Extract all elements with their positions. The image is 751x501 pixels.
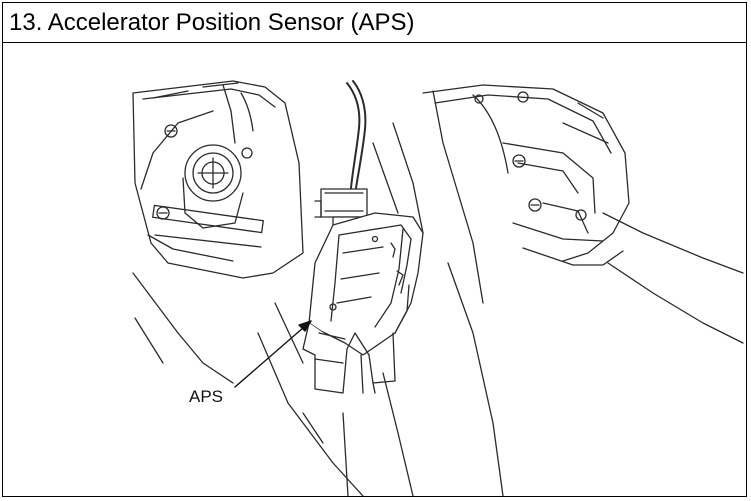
right-panel: [422, 84, 744, 496]
floor-lines: [257, 122, 424, 496]
left-panel: [132, 80, 304, 384]
aps-sensor-body: [308, 212, 424, 356]
aps-illustration: [132, 80, 744, 496]
title-bar: 13. Accelerator Position Sensor (APS): [3, 3, 746, 43]
wire-harness: [346, 80, 367, 189]
screw-icons-right: [474, 91, 587, 221]
round-connector: [152, 144, 264, 248]
page-title: 13. Accelerator Position Sensor (APS): [9, 9, 415, 36]
aps-callout-label: APS: [189, 387, 224, 406]
screw-icons-left: [156, 124, 253, 220]
pedal-arm: [302, 284, 410, 394]
callout-arrow: [234, 320, 312, 388]
